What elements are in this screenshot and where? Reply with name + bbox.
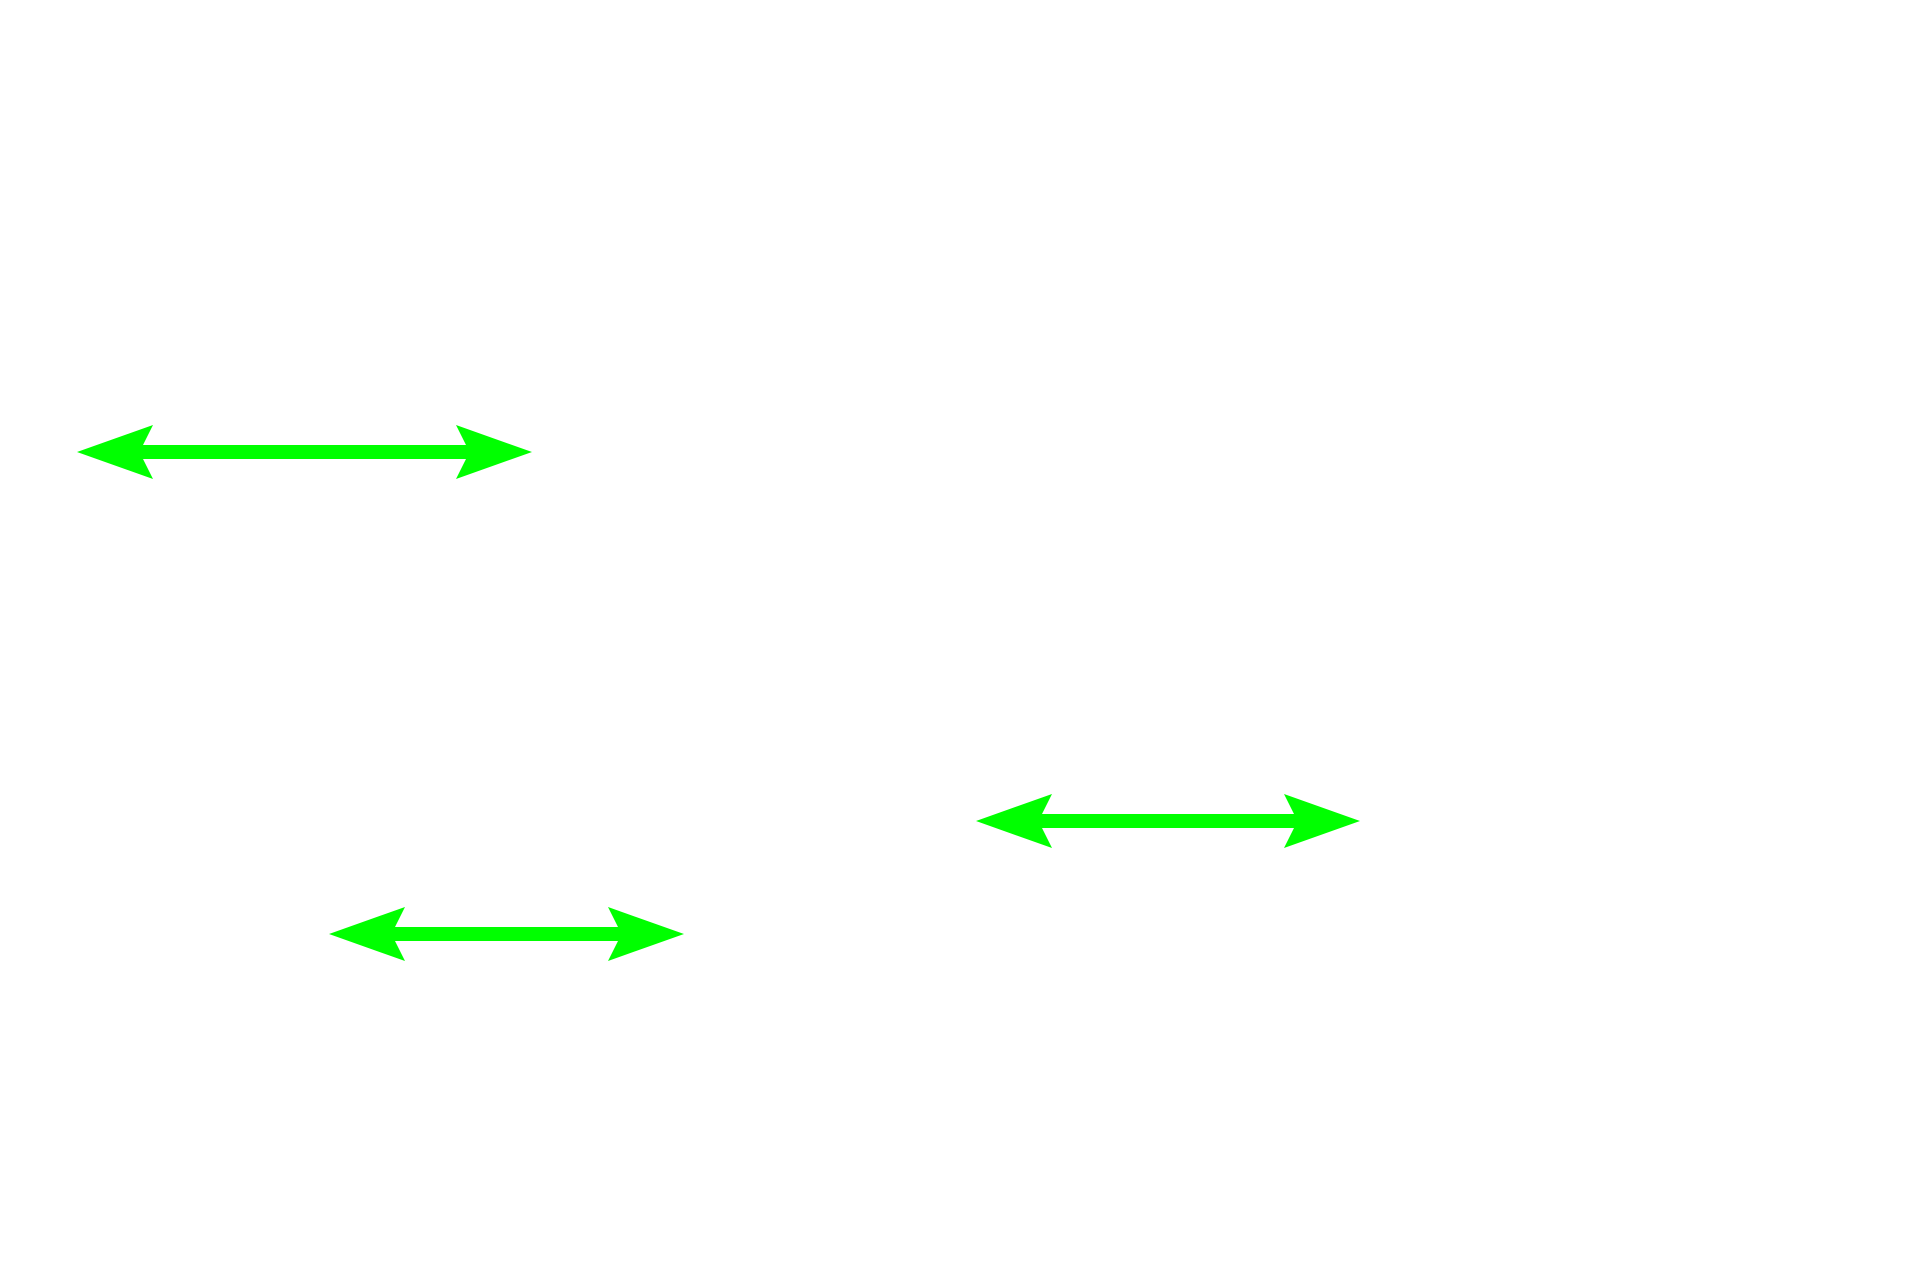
arrow-layer — [77, 425, 1360, 961]
double-headed-arrow-icon — [976, 794, 1360, 848]
double-headed-arrow-icon — [77, 425, 532, 479]
double-headed-arrow-icon — [329, 907, 684, 961]
